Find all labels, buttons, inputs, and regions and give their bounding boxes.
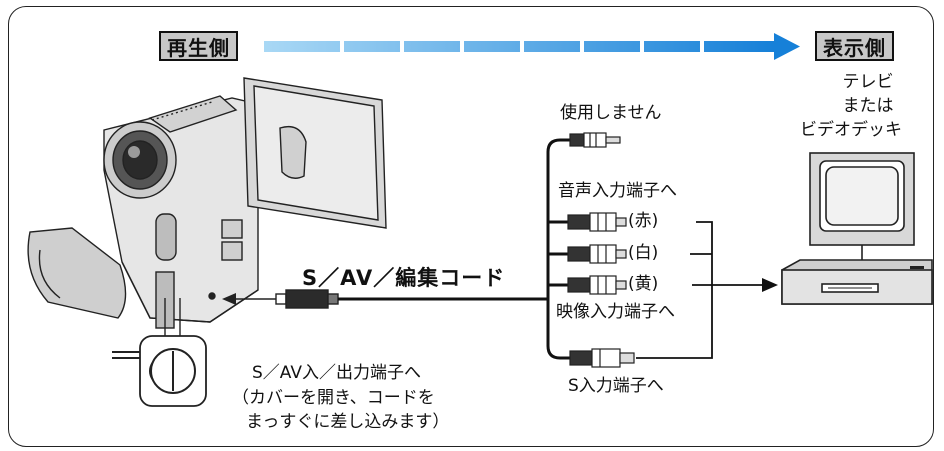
s-plug xyxy=(569,348,635,368)
s-input-label: S入力端子へ xyxy=(568,376,664,396)
audio-input-label: 音声入力端子へ xyxy=(558,181,677,201)
tv-illustration xyxy=(809,152,915,262)
red-plug xyxy=(567,212,627,232)
diagram-frame xyxy=(8,6,934,447)
terminal-zoom-callout xyxy=(112,298,207,407)
camcorder-illustration xyxy=(27,77,387,329)
terminal-label-line2: （カバーを開き、コードを xyxy=(232,388,435,408)
vcr-illustration xyxy=(781,259,933,305)
unused-plug xyxy=(569,132,621,148)
terminal-label-line1: S／AV入／出力端子へ xyxy=(252,363,421,383)
white-plug xyxy=(567,244,627,264)
playback-side-label: 再生側 xyxy=(159,31,238,61)
insert-direction-arrow xyxy=(222,293,276,305)
cord-name-label: S／AV／編集コード xyxy=(302,266,506,290)
display-side-label: 表示側 xyxy=(815,31,894,61)
white-plug-label: (白) xyxy=(628,243,659,263)
video-input-label: 映像入力端子へ xyxy=(556,302,675,322)
terminal-label-line3: まっすぐに差し込みます） xyxy=(246,412,450,432)
connector-bus xyxy=(636,221,766,359)
cable-lines xyxy=(338,138,570,360)
sav-plug xyxy=(275,289,339,309)
tv-label-line1: テレビ xyxy=(842,72,894,92)
tv-label-line3: ビデオデッキ xyxy=(800,120,902,140)
yellow-plug xyxy=(567,275,627,295)
output-arrow xyxy=(762,278,778,292)
tv-label-line2: または xyxy=(842,96,894,116)
signal-direction-arrow xyxy=(264,33,800,60)
red-plug-label: (赤) xyxy=(628,211,659,231)
yellow-plug-label: (黄) xyxy=(628,274,659,294)
unused-label: 使用しません xyxy=(560,103,662,123)
